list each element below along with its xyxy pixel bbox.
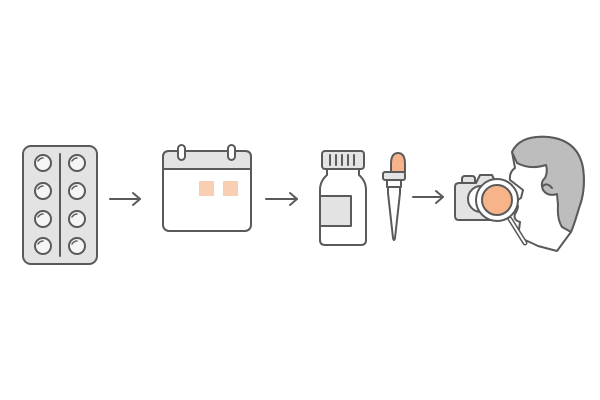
arrow-right-icon	[109, 192, 141, 206]
pill-blister-pack-icon	[22, 145, 98, 265]
calendar-icon	[162, 144, 252, 232]
person-head-icon	[508, 135, 585, 252]
medicine-bottle-icon	[319, 150, 367, 246]
arrow-right-icon	[412, 190, 444, 204]
camera-magnifier-person-icon	[454, 135, 585, 252]
magnifier-icon	[475, 178, 528, 246]
medicine-bottle-and-dropper-icon	[319, 150, 406, 246]
arrow-right-icon	[265, 192, 298, 206]
dropper-icon	[382, 152, 406, 241]
